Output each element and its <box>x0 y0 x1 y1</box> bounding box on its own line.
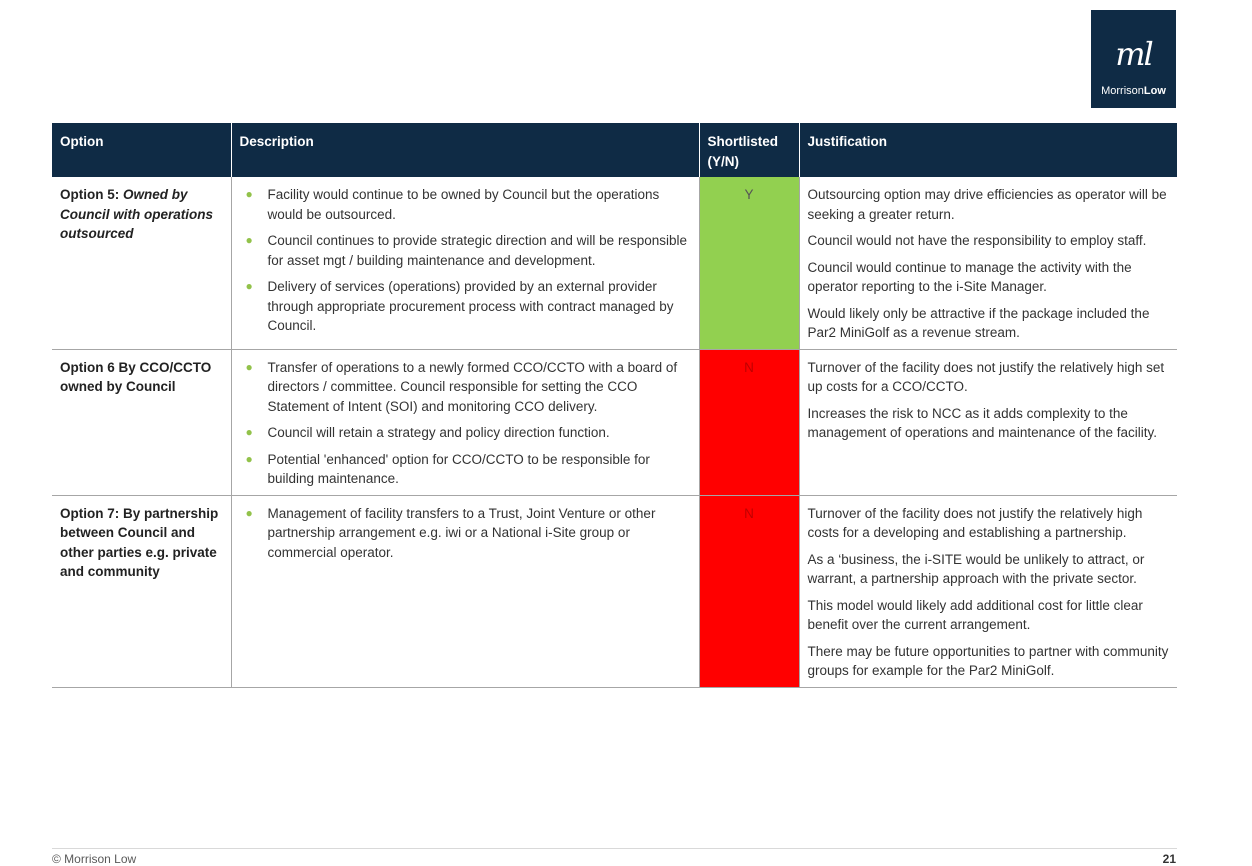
justification-paragraph: Council would continue to manage the act… <box>807 259 1132 295</box>
justification-cell: Outsourcing option may drive efficiencie… <box>799 177 1177 350</box>
description-bullet: ● Delivery of services (operations) provi… <box>240 277 691 336</box>
justification-paragraph: Outsourcing option may drive efficiencie… <box>807 187 1167 222</box>
justification-cell: Turnover of the facility does not justif… <box>799 349 1177 496</box>
bullet-icon: ● <box>245 233 253 247</box>
justification-paragraph: There may be future opportunities to par… <box>807 643 1169 679</box>
page-number: 21 <box>1162 852 1176 866</box>
description-bullet: ● Management of facility transfers to a T… <box>240 504 691 563</box>
description-bullet-text: Facility would continue to be owned by C… <box>267 187 660 222</box>
description-bullet: ● Potential 'enhanced' option for CCO/CCT… <box>240 450 691 489</box>
description-bullet-text: Council will retain a strategy and polic… <box>267 425 610 440</box>
description-bullet-text: Potential 'enhanced' option for CCO/CCTO… <box>267 451 650 487</box>
option-cell: Option 6 By CCO/CCTO owned by Council <box>52 349 232 496</box>
bullet-icon: ● <box>245 187 253 201</box>
bullet-icon: ● <box>245 425 253 439</box>
justification-cell: Turnover of the facility does not justif… <box>799 495 1177 688</box>
logo-mark: ml <box>1115 35 1154 73</box>
description-bullet-text: Management of facility transfers to a Tr… <box>267 505 656 560</box>
option-cell: Option 7: By partnership between Council… <box>52 495 232 688</box>
table-row-option-7: Option 7: By partnership between Council… <box>52 495 1177 688</box>
description-list: ● Transfer of operations to a newly forme… <box>240 358 691 489</box>
justification-paragraph: Council would not have the responsibilit… <box>807 233 1147 248</box>
header-justification: Justification <box>799 123 1177 177</box>
shortlisted-flag: N <box>699 349 800 496</box>
morrison-low-logo: ml MorrisonLow <box>1091 10 1176 108</box>
logo-brand-left: Morrison <box>1101 85 1144 97</box>
description-bullet: ● Transfer of operations to a newly forme… <box>240 358 691 417</box>
shortlisted-flag: Y <box>699 177 800 350</box>
bullet-icon: ● <box>245 451 253 466</box>
description-bullet-text: Transfer of operations to a newly formed… <box>267 359 678 414</box>
options-table: Option Description Shortlisted (Y/N) Just… <box>52 123 1177 688</box>
description-cell: ● Transfer of operations to a newly forme… <box>231 349 700 496</box>
bullet-icon: ● <box>245 279 253 293</box>
logo-wordmark: MorrisonLow <box>1091 84 1176 98</box>
justification-paragraph: As a ‘business, the i-SITE would be unli… <box>807 551 1145 587</box>
description-bullet: ● Council will retain a strategy and poli… <box>240 423 691 443</box>
description-list: ● Management of facility transfers to a T… <box>240 504 691 563</box>
description-cell: ● Management of facility transfers to a T… <box>231 495 700 688</box>
option-label: Option 5: <box>60 187 123 202</box>
justification-paragraph: This model would likely add additional c… <box>807 597 1143 633</box>
bullet-icon: ● <box>245 359 253 374</box>
header-shortlisted: Shortlisted (Y/N) <box>699 123 800 177</box>
footer-divider <box>52 848 1177 849</box>
logo-brand-right: Low <box>1143 85 1166 97</box>
justification-paragraph: Turnover of the facility does not justif… <box>807 359 1165 395</box>
header-shortlisted-line1: Shortlisted <box>707 134 779 149</box>
shortlisted-flag: N <box>699 495 800 688</box>
description-cell: ● Facility would continue to be owned by … <box>231 177 700 350</box>
justification-paragraph: Increases the risk to NCC as it adds com… <box>807 405 1157 441</box>
description-bullet: ● Facility would continue to be owned by … <box>240 185 691 224</box>
table-header-row: Option Description Shortlisted (Y/N) Just… <box>52 123 1177 177</box>
description-bullet-text: Delivery of services (operations) provid… <box>267 279 674 333</box>
option-title: Owned by Council with operations outsour… <box>60 187 214 241</box>
header-shortlisted-line2: (Y/N) <box>707 153 740 169</box>
header-description: Description <box>231 123 700 177</box>
description-bullet-text: Council continues to provide strategic d… <box>267 233 687 268</box>
justification-paragraph: Turnover of the facility does not justif… <box>807 505 1143 541</box>
description-list: ● Facility would continue to be owned by … <box>240 185 691 336</box>
table-row-option-6: Option 6 By CCO/CCTO owned by Council ● T… <box>52 349 1177 496</box>
table-row-option-5: Option 5: Owned by Council with operatio… <box>52 177 1177 350</box>
description-bullet: ● Council continues to provide strategic … <box>240 231 691 270</box>
header-option: Option <box>52 123 232 177</box>
footer-copyright: © Morrison Low <box>52 852 137 866</box>
bullet-icon: ● <box>245 505 253 520</box>
justification-paragraph: Would likely only be attractive if the p… <box>807 305 1150 341</box>
option-cell: Option 5: Owned by Council with operatio… <box>52 177 232 350</box>
